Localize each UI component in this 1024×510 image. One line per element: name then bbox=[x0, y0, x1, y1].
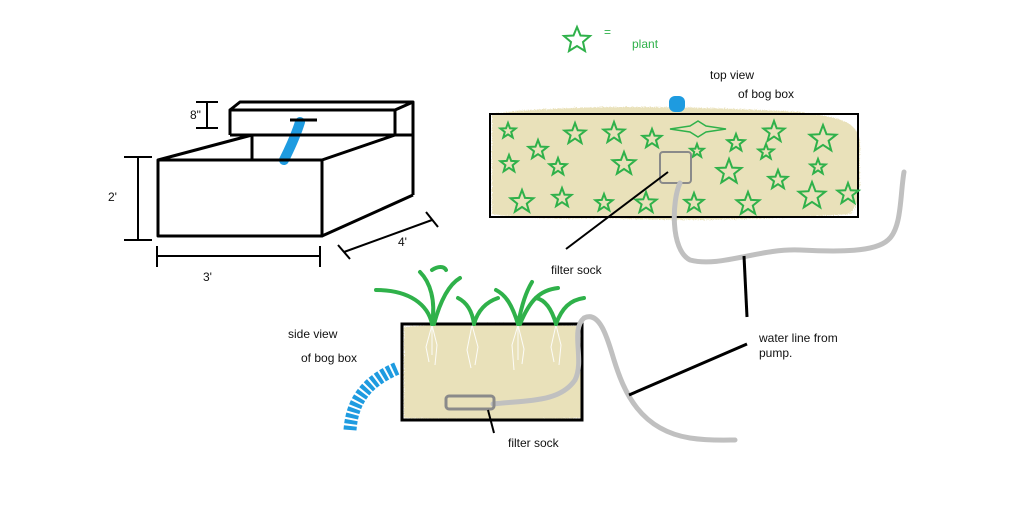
star-icon bbox=[795, 179, 829, 210]
star-icon bbox=[724, 131, 748, 153]
legend: = plant bbox=[561, 24, 659, 54]
plant-sprig bbox=[418, 270, 436, 326]
side-view-filter-sock bbox=[444, 394, 496, 411]
legend-plant-label: plant bbox=[632, 37, 659, 51]
dim-height-main: 2' bbox=[108, 190, 117, 204]
top-view-plants bbox=[497, 118, 862, 217]
plant-sprig bbox=[374, 288, 434, 326]
side-view-title: side view bbox=[288, 327, 338, 341]
side-view-box bbox=[400, 322, 584, 422]
plant-sprig bbox=[516, 280, 534, 326]
dim-height-top: 8" bbox=[190, 108, 201, 122]
star-icon bbox=[497, 152, 521, 174]
top-view: top view of bog box filter sock bbox=[489, 68, 907, 277]
main-box bbox=[156, 125, 415, 238]
plant-sprig bbox=[534, 296, 558, 326]
plant-sprig bbox=[494, 288, 520, 326]
star-icon bbox=[600, 119, 628, 145]
top-view-pipe bbox=[671, 169, 907, 265]
water-line-label: water line from bbox=[758, 331, 838, 345]
star-icon bbox=[546, 155, 570, 177]
top-view-title: top view bbox=[710, 68, 754, 82]
water-line-pointer-top bbox=[742, 255, 749, 318]
water-stream-icon bbox=[279, 117, 305, 165]
star-icon bbox=[687, 141, 707, 160]
plant-sprig bbox=[472, 296, 500, 326]
side-view: side view of bog box bbox=[288, 265, 738, 450]
star-icon bbox=[765, 167, 791, 191]
dim-width: 3' bbox=[203, 270, 212, 284]
star-icon bbox=[639, 126, 665, 150]
plant-sprig bbox=[432, 276, 462, 326]
dim-depth: 4' bbox=[398, 235, 407, 249]
top-view-filter-sock bbox=[659, 151, 692, 184]
side-view-filter-label: filter sock bbox=[508, 436, 560, 450]
star-icon bbox=[561, 120, 589, 146]
star-icon bbox=[760, 118, 788, 144]
side-view-pipe bbox=[490, 314, 738, 443]
star-icon bbox=[669, 120, 727, 138]
plant-sprig bbox=[430, 265, 448, 272]
star-icon bbox=[632, 189, 660, 215]
dimension-lines bbox=[124, 101, 439, 267]
top-view-filter-label: filter sock bbox=[551, 263, 603, 277]
water-line-pointer-side bbox=[628, 342, 748, 397]
side-view-inlet-icon bbox=[343, 362, 401, 431]
top-view-filter-pointer bbox=[565, 171, 669, 250]
plant-sprig bbox=[456, 296, 476, 326]
water-line-label-2: pump. bbox=[759, 346, 792, 360]
star-icon bbox=[755, 141, 777, 161]
side-view-plants bbox=[374, 265, 586, 326]
side-view-roots bbox=[425, 324, 562, 371]
star-icon bbox=[525, 137, 551, 161]
star-icon bbox=[733, 189, 763, 217]
star-icon bbox=[561, 24, 593, 54]
star-icon bbox=[609, 149, 639, 177]
top-view-subtitle: of bog box bbox=[738, 87, 794, 101]
star-icon bbox=[592, 191, 616, 213]
top-view-inlet-icon bbox=[669, 96, 685, 112]
star-icon bbox=[713, 156, 745, 185]
star-icon bbox=[834, 180, 862, 206]
water-line-callout: water line from pump. bbox=[628, 255, 838, 397]
star-icon bbox=[497, 120, 519, 140]
star-icon bbox=[681, 190, 707, 214]
upper-trough bbox=[228, 100, 415, 137]
star-icon bbox=[807, 156, 829, 176]
star-icon bbox=[549, 185, 575, 209]
side-view-subtitle: of bog box bbox=[301, 351, 357, 365]
box-3d: 8" 2' 3' 4' bbox=[108, 100, 439, 284]
plant-sprig bbox=[554, 296, 586, 326]
legend-equals: = bbox=[604, 25, 611, 39]
star-icon bbox=[806, 122, 840, 153]
side-view-filter-pointer bbox=[487, 409, 495, 434]
star-icon bbox=[507, 187, 537, 215]
